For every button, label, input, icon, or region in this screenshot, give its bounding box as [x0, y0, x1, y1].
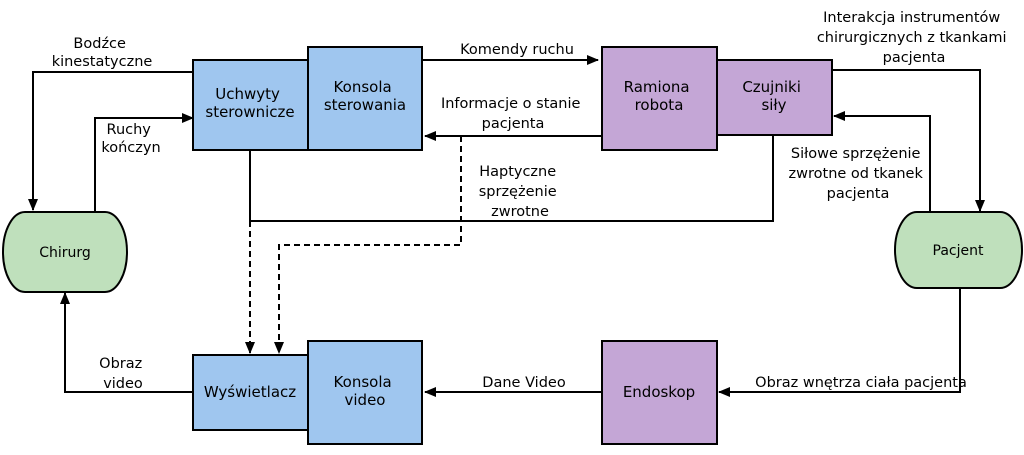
- node-pacjent-label: Pacjent: [933, 243, 984, 259]
- node-uchwyty-sterownicze: [192, 59, 309, 151]
- edge-label-dane-video: Dane Video: [482, 375, 566, 391]
- node-pacjent: [894, 211, 1023, 289]
- edge-label-komendy: Komendy ruchu: [460, 42, 574, 58]
- edge-label-bodzce: Bodźce kinestatyczne: [52, 36, 153, 70]
- edge-label-haptyczne: Haptyczne sprzężenie zwrotne: [479, 164, 562, 220]
- edge-label-silowe: Siłowe sprzężenie zwrotne od tkanek pacj…: [789, 146, 928, 202]
- node-endoskop: [601, 340, 718, 445]
- node-wyswietlacz: [192, 354, 309, 431]
- edge-obraz-video: [60, 292, 193, 393]
- edge-interakcja-instrumentow: [832, 69, 985, 212]
- node-endoskop-label: Endoskop: [623, 383, 695, 401]
- node-czujniki-label: Czujniki siły: [742, 78, 805, 114]
- node-ramiona-label: Ramiona robota: [624, 78, 695, 114]
- node-wyswietlacz-label: Wyświetlacz: [204, 383, 296, 401]
- edge-label-interakcja: Interakcja instrumentów chirurgicznych z…: [817, 10, 1011, 66]
- edge-label-informacje: Informacje o stanie pacjenta: [441, 96, 585, 132]
- edge-obraz-wnetrza: [718, 288, 961, 397]
- edge-label-ruchy: Ruchy kończyn: [101, 122, 160, 156]
- node-chirurg: [2, 211, 128, 293]
- node-czujniki-sily: [716, 59, 833, 136]
- node-konsola-video: [307, 340, 423, 445]
- edge-haptyczne-sprzezenie: [245, 135, 774, 222]
- edge-label-obraz-wnetrza: Obraz wnętrza ciała pacjenta: [755, 375, 967, 391]
- edge-label-obraz-video: Obraz video: [99, 356, 147, 392]
- edge-ruchy-konczyn: [94, 113, 194, 212]
- node-uchwyty-label: Uchwyty sterownicze: [205, 85, 294, 121]
- node-konsola-video-label: Konsola video: [334, 373, 397, 409]
- edge-dashed-informacje-wyswietlacz: [274, 136, 462, 354]
- edge-bodzce-kinestatyczne: [28, 71, 193, 211]
- node-konsola-sterowania-label: Konsola sterowania: [324, 78, 406, 114]
- edge-silowe-sprzezenie: [833, 111, 931, 212]
- node-konsola-sterowania: [307, 46, 423, 151]
- node-chirurg-label: Chirurg: [39, 245, 91, 261]
